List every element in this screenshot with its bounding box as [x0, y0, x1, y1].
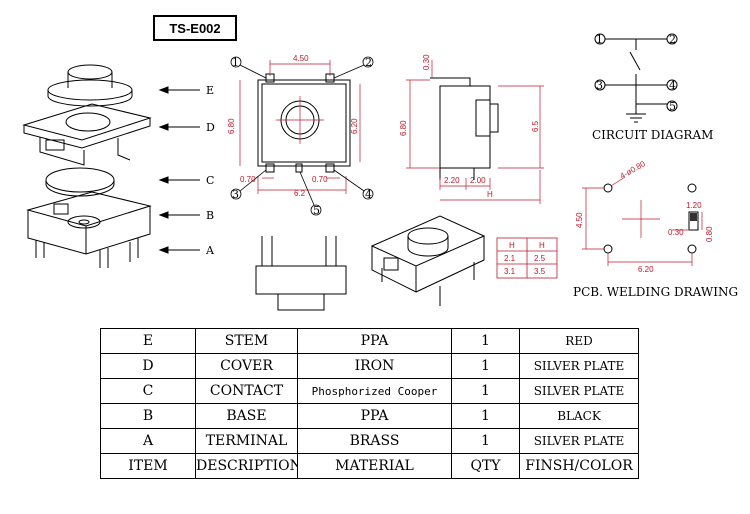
pcb-hole-label: 4-ø0.80: [619, 159, 648, 181]
bom-description: BASE: [195, 403, 298, 429]
model-title: TS-E002: [153, 15, 237, 41]
circuit-caption: CIRCUIT DIAGRAM: [592, 128, 713, 142]
h-table: H H 2.1 2.5 3.1 3.5: [496, 237, 558, 279]
bom-description: CONTACT: [195, 378, 298, 404]
circuit-node-4: 4: [669, 79, 676, 92]
side-view: 0.30 6.80 6.5 2.20 2.00 H: [399, 54, 544, 204]
pcb-dim-width: 6.20: [638, 265, 654, 274]
part-e-stem: [47, 64, 133, 107]
dim-side-h: H: [487, 190, 493, 199]
h-table-cell-r1c2: 2.5: [534, 254, 546, 263]
pin-label-4: 4: [365, 188, 372, 201]
h-table-header-2: H: [539, 241, 545, 250]
dim-side-height: 6.80: [399, 120, 408, 136]
pcb-dim-pad-h: 1.20: [686, 201, 702, 210]
table-row: A TERMINAL BRASS 1 SILVER PLATE: [100, 428, 639, 454]
dim-side-base-b: 2.00: [470, 176, 486, 185]
pin-label-5: 5: [313, 204, 320, 217]
bom-material: IRON: [297, 353, 452, 379]
bom-description: TERMINAL: [195, 428, 298, 454]
bom-qty: 1: [451, 328, 520, 354]
part-b-base: [26, 191, 152, 268]
bom-header-material: MATERIAL: [297, 453, 452, 479]
pcb-dim-pad-w: 0.30: [668, 228, 684, 237]
bom-finish: SILVER PLATE: [519, 378, 639, 404]
bom-header-description: DESCRIPTION: [195, 453, 298, 479]
table-row: B BASE PPA 1 BLACK: [100, 403, 639, 429]
bom-material: BRASS: [297, 428, 452, 454]
bom-header-item: ITEM: [100, 453, 196, 479]
bom-material: PPA: [297, 403, 452, 429]
part-letter-e: E: [206, 84, 214, 97]
circuit-node-1: 1: [596, 33, 603, 46]
table-row: C CONTACT Phosphorized Cooper 1 SILVER P…: [100, 378, 639, 404]
circuit-node-2: 2: [669, 33, 676, 46]
bom-qty: 1: [451, 428, 520, 454]
pin-label-1: 1: [232, 56, 239, 69]
bom-qty: 1: [451, 378, 520, 404]
table-header-row: ITEM DESCRIPTION MATERIAL QTY FINSH/COLO…: [100, 453, 639, 479]
pcb-caption: PCB. WELDING DRAWING: [573, 285, 738, 299]
bom-finish: SILVER PLATE: [519, 428, 639, 454]
bom-qty: 1: [451, 403, 520, 429]
circuit-node-3: 3: [596, 79, 603, 92]
bom-table: E STEM PPA 1 RED D COVER IRON 1 SILVER P…: [100, 328, 639, 479]
part-arrows: [158, 86, 200, 254]
part-letter-d: D: [206, 121, 215, 134]
part-letter-b: B: [206, 209, 214, 222]
bom-material: PPA: [297, 328, 452, 354]
bom-header-finish: FINSH/COLOR: [519, 453, 639, 479]
bom-description: STEM: [195, 328, 298, 354]
dim-top-width: 4.50: [293, 54, 309, 63]
h-table-header-1: H: [509, 241, 515, 250]
bom-material: Phosphorized Cooper: [297, 378, 452, 404]
dim-height-right: 6.20: [350, 118, 359, 134]
dim-pin-right: 0.70: [312, 175, 328, 184]
isometric-view: [370, 215, 486, 306]
pcb-drawing: 4-ø0.80 4.50 6.20 1.20 0.30 0.80 PCB. WE…: [573, 159, 738, 299]
pin-label-2: 2: [365, 56, 372, 69]
dim-height-left: 6.80: [227, 118, 236, 134]
bom-finish: RED: [519, 328, 639, 354]
pin-label-3: 3: [232, 188, 239, 201]
part-letter-a: A: [205, 244, 215, 257]
part-d-cover: [22, 103, 152, 166]
bom-item: B: [100, 403, 196, 429]
part-letter-c: C: [206, 174, 214, 187]
part-c-contact: [45, 167, 115, 197]
front-view: [255, 236, 347, 311]
dim-base-width: 6.2: [294, 189, 306, 198]
bom-qty: 1: [451, 353, 520, 379]
pcb-dim-pad-side: 0.80: [705, 226, 714, 242]
circuit-diagram: 1 2 3 4 5 CIRCUIT DIAGRAM: [592, 33, 713, 142]
bom-item: D: [100, 353, 196, 379]
bom-finish: SILVER PLATE: [519, 353, 639, 379]
dim-side-base-a: 2.20: [444, 176, 460, 185]
bom-item: A: [100, 428, 196, 454]
top-view: 4.50 6.80 6.20 0.70 0.70 6.2 1 2 3 4 5: [227, 54, 374, 217]
pcb-dim-height: 4.50: [575, 212, 584, 228]
dim-side-offset: 0.30: [422, 54, 431, 70]
bom-item: E: [100, 328, 196, 354]
dim-side-total: 6.5: [531, 120, 540, 132]
bom-header-qty: QTY: [451, 453, 520, 479]
bom-description: COVER: [195, 353, 298, 379]
table-row: D COVER IRON 1 SILVER PLATE: [100, 353, 639, 379]
bom-item: C: [100, 378, 196, 404]
circuit-node-5: 5: [669, 100, 676, 113]
dim-pin-left: 0.70: [240, 175, 256, 184]
h-table-cell-r2c1: 3.1: [504, 267, 516, 276]
exploded-view: [22, 64, 152, 268]
h-table-cell-r1c1: 2.1: [504, 254, 516, 263]
bom-finish: BLACK: [519, 403, 639, 429]
table-row: E STEM PPA 1 RED: [100, 328, 639, 354]
h-table-cell-r2c2: 3.5: [534, 267, 546, 276]
